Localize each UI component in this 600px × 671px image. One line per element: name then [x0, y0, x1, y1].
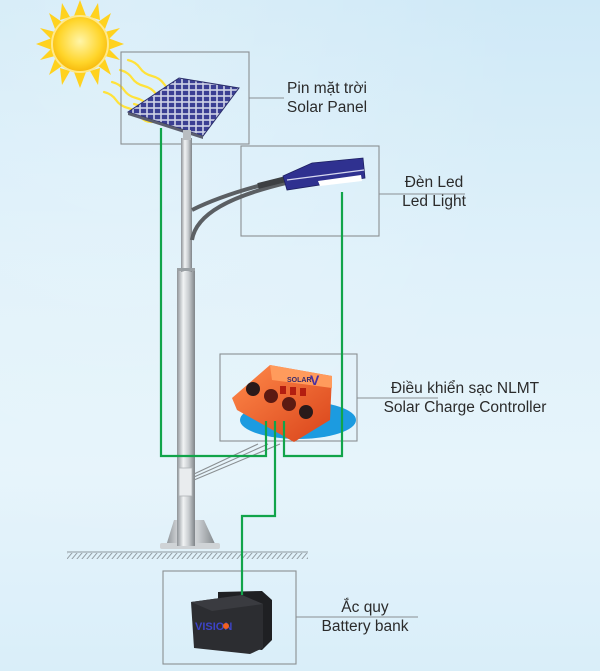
svg-text:V: V: [310, 372, 320, 388]
solar-panel-label-vi: Pin mặt trời: [287, 80, 367, 97]
callout-boxes: [120, 51, 465, 665]
charge-controller-label-en: Solar Charge Controller: [383, 399, 547, 416]
pole-box-leader-3: [193, 443, 259, 475]
lamp-to-controller-wire: [282, 192, 344, 458]
led-light-label-vi: Đèn Led: [404, 174, 464, 191]
battery-label-en: Battery bank: [321, 618, 409, 635]
ground-line: [67, 551, 308, 559]
battery-label-vi: Ắc quy: [341, 599, 389, 616]
sun-icon: [36, 0, 124, 88]
led-lamp-head-icon: [282, 157, 366, 191]
solar-panel-label: Pin mặt trời Solar Panel: [266, 79, 388, 117]
charge-controller-label-vi: Điều khiển sạc NLMT: [390, 380, 540, 397]
led-light-label-en: Led Light: [402, 193, 466, 210]
solar-panel-label-en: Solar Panel: [286, 99, 368, 116]
charge-controller-icon: SOLAR V: [232, 365, 356, 442]
controller-brand-text: SOLAR: [287, 377, 312, 384]
pole-junction-box: [178, 467, 193, 497]
charge-controller-label: Điều khiển sạc NLMT Solar Charge Control…: [365, 379, 565, 417]
led-light-label: Đèn Led Led Light: [379, 173, 489, 211]
pole-box-leader-1: [193, 443, 269, 478]
panel-to-controller-wire: [159, 128, 268, 458]
solar-panel-icon: [126, 77, 240, 140]
battery-icon: VISION: [191, 591, 272, 654]
wiring: [159, 128, 344, 595]
battery-brand-text: VISION: [195, 621, 232, 633]
lamp-pole-icon: [160, 138, 291, 549]
battery-label: Ắc quy Battery bank: [303, 598, 427, 636]
controller-to-battery-wire: [240, 421, 277, 595]
